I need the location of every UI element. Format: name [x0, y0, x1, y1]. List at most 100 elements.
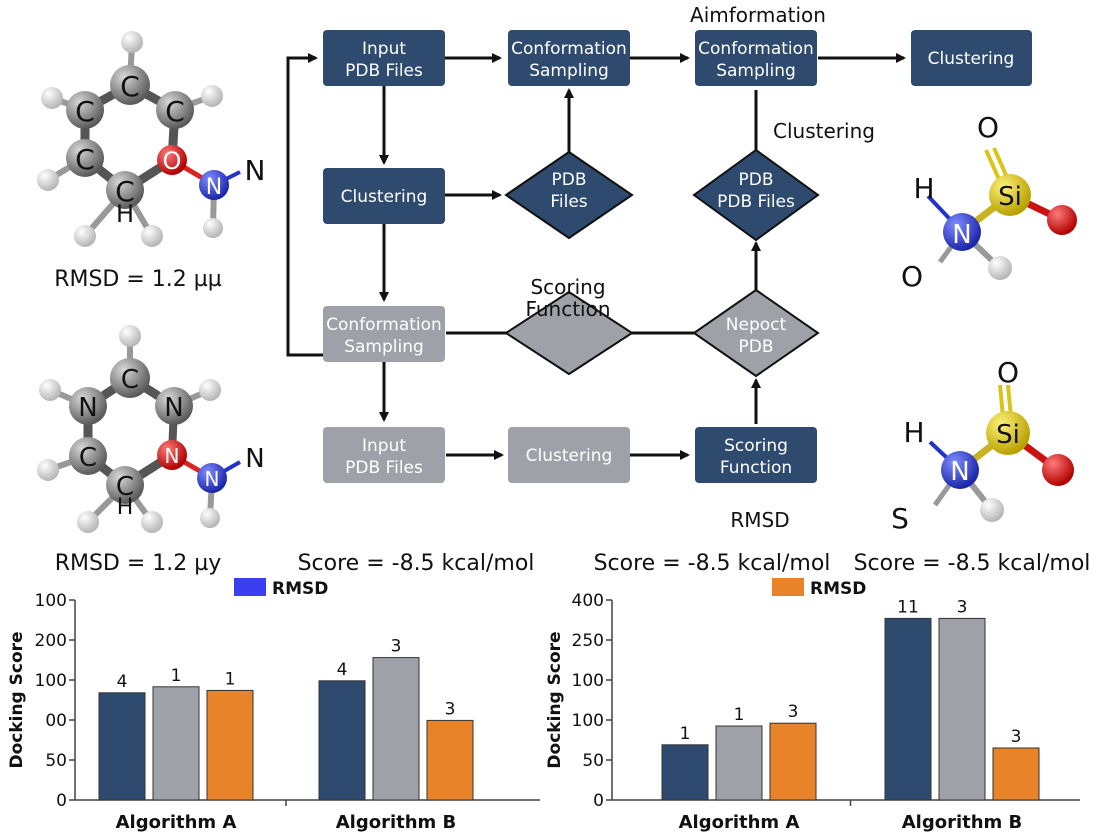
legend-label: RMSD [810, 579, 866, 599]
bar [372, 657, 420, 801]
svg-text:C: C [165, 95, 185, 128]
svg-text:Scoring: Scoring [724, 436, 788, 456]
label-scoring-function-line1: Scoring [530, 275, 605, 299]
svg-text:O: O [901, 260, 923, 293]
diamond-scoring-function [504, 290, 634, 376]
svg-text:Input: Input [362, 39, 406, 59]
svg-text:H: H [903, 416, 924, 449]
diamond-pdb-files-1: PDB Files [504, 150, 634, 240]
svg-text:Sampling: Sampling [344, 337, 424, 357]
svg-text:O: O [977, 111, 999, 144]
caption-rmsd-1: RMSD = 1.2 µµ [54, 267, 222, 292]
box-clustering-mid: Clustering [323, 168, 445, 224]
bar [206, 689, 254, 801]
box-conformation-sampling-2: Conformation Sampling [695, 30, 817, 86]
svg-text:N: N [950, 457, 969, 487]
box-conformation-sampling-1: Conformation Sampling [508, 30, 630, 86]
box-clustering-grey: Clustering [508, 427, 630, 483]
svg-text:O: O [997, 356, 1019, 389]
svg-text:H: H [116, 200, 134, 228]
flowchart [286, 53, 906, 460]
score-label-middle: Score = -8.5 kcal/mol [594, 551, 831, 576]
bar-data-label: 1 [171, 666, 182, 686]
label-rmsd: RMSD [730, 508, 789, 532]
svg-text:S: S [891, 502, 909, 535]
molecule-1: C C C C C H O N N RMSD = 1.2 µµ [37, 31, 265, 292]
x-category-label: Algorithm B [336, 812, 457, 832]
diamond-nepoct-pdb: Nepoct PDB [692, 288, 820, 378]
svg-text:Function: Function [720, 458, 792, 478]
x-category-label: Algorithm A [679, 812, 800, 832]
bar [661, 744, 709, 801]
bar [992, 747, 1040, 801]
svg-text:Conformation: Conformation [698, 39, 814, 59]
box-scoring-function: Scoring Function [695, 427, 817, 483]
molecule-2: C N N C C H N N N RMSD = 1.2 µy [37, 325, 265, 576]
diamond-pdb-files-2: PDB PDB Files [692, 148, 820, 242]
svg-text:N: N [78, 393, 97, 423]
svg-text:Clustering: Clustering [526, 446, 613, 466]
label-clustering: Clustering [773, 119, 875, 143]
x-category-label: Algorithm B [902, 812, 1023, 832]
svg-text:N: N [245, 444, 264, 474]
svg-text:C: C [121, 365, 139, 395]
svg-text:Conformation: Conformation [511, 39, 627, 59]
bar [152, 686, 200, 801]
box-input-pdb-top: Input PDB Files [323, 30, 445, 86]
y-axis-label: Docking Score [7, 631, 27, 768]
caption-rmsd-2: RMSD = 1.2 µy [55, 551, 222, 576]
svg-text:Clustering: Clustering [928, 49, 1015, 69]
bar-data-label: 1 [225, 669, 236, 689]
box-conformation-sampling-grey: Conformation Sampling [323, 306, 445, 362]
svg-text:Files: Files [550, 192, 587, 212]
y-tick-label: 50 [45, 751, 67, 771]
score-label-left: Score = -8.5 kcal/mol [298, 551, 535, 576]
box-clustering-top: Clustering [911, 30, 1032, 86]
svg-text:PDB Files: PDB Files [717, 192, 795, 212]
bar-data-label: 3 [1011, 727, 1022, 747]
svg-text:PDB Files: PDB Files [345, 61, 423, 81]
bar [715, 725, 763, 801]
svg-text:Clustering: Clustering [341, 187, 428, 207]
y-tick-label: 100 [35, 671, 67, 691]
svg-text:N: N [165, 444, 180, 468]
svg-text:Sampling: Sampling [716, 61, 796, 81]
bar [884, 617, 932, 801]
bar-data-label: 3 [445, 699, 456, 719]
y-tick-label: 200 [35, 631, 67, 651]
bar [318, 680, 366, 801]
y-tick-label: 50 [582, 751, 604, 771]
svg-text:PDB Files: PDB Files [345, 458, 423, 478]
svg-text:C: C [75, 95, 95, 128]
bar-data-label: 11 [897, 597, 919, 617]
svg-text:Nepoct: Nepoct [726, 315, 787, 335]
bar-data-label: 4 [337, 660, 348, 680]
molecule-3: O H Si N O [901, 111, 1077, 293]
bar [769, 722, 817, 801]
bar [426, 719, 474, 801]
svg-text:N: N [205, 467, 220, 491]
label-scoring-function-line2: Function [525, 297, 610, 321]
svg-text:C: C [116, 472, 134, 502]
svg-text:C: C [115, 175, 135, 208]
svg-text:PDB: PDB [551, 170, 586, 190]
svg-text:Si: Si [996, 420, 1020, 450]
bar [98, 692, 146, 801]
y-axis-label: Docking Score [545, 631, 565, 768]
legend-swatch [772, 578, 804, 596]
svg-text:N: N [206, 175, 222, 200]
y-tick-label: 400 [572, 591, 604, 611]
molecule-4: O H Si N S [891, 356, 1074, 535]
bar [938, 617, 986, 801]
bar-data-label: 3 [957, 597, 968, 617]
score-label-right: Score = -8.5 kcal/mol [854, 551, 1091, 576]
svg-text:N: N [952, 220, 971, 250]
y-tick-label: 100 [572, 671, 604, 691]
svg-text:PDB: PDB [738, 337, 773, 357]
svg-text:Conformation: Conformation [326, 315, 442, 335]
bar-data-label: 3 [391, 637, 402, 657]
y-tick-label: 250 [572, 631, 604, 651]
